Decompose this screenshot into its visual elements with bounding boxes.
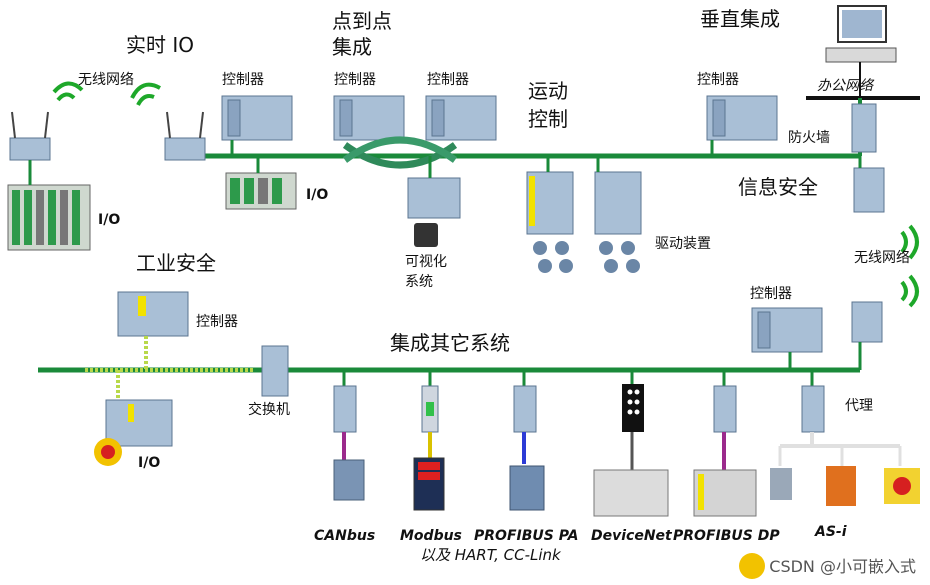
label-controller-3: 控制器 bbox=[427, 72, 469, 88]
label-io-mid: I/O bbox=[306, 187, 329, 203]
label-hmi-line1: 可视化 bbox=[405, 254, 447, 270]
proxy-devicenet bbox=[593, 370, 669, 517]
label-profibus-dp: PROFIBUS DP bbox=[673, 528, 780, 544]
label-wireless-right: 无线网络 bbox=[854, 250, 910, 266]
label-profibus-pa: PROFIBUS PA bbox=[474, 528, 579, 544]
label-drives: 驱动装置 bbox=[655, 236, 711, 252]
label-controller-safety: 控制器 bbox=[196, 314, 238, 330]
office-computer bbox=[825, 5, 897, 98]
label-canbus: CANbus bbox=[314, 528, 376, 544]
label-motion-line1: 运动 bbox=[528, 79, 568, 103]
controller-1-device bbox=[221, 95, 293, 156]
safety-controller-device bbox=[117, 291, 189, 370]
watermark-text: CSDN @小可嵌入式 bbox=[769, 557, 916, 576]
controller-4-device bbox=[706, 95, 778, 156]
label-p2p-line2: 集成 bbox=[332, 35, 372, 59]
label-hmi-line2: 系统 bbox=[405, 274, 433, 290]
label-controller-4: 控制器 bbox=[697, 72, 739, 88]
proxy-profibus-pa bbox=[509, 370, 545, 511]
io-rack-left bbox=[7, 160, 91, 251]
label-motion-line2: 控制 bbox=[528, 107, 568, 131]
wireless-ap-mid bbox=[130, 82, 206, 161]
label-security: 信息安全 bbox=[738, 175, 818, 199]
label-office-net: 办公网络 bbox=[817, 78, 873, 94]
security-module bbox=[853, 156, 919, 260]
label-industrial-safety: 工业安全 bbox=[136, 251, 216, 275]
label-vertical: 垂直集成 bbox=[700, 7, 780, 31]
switch-device bbox=[261, 345, 289, 397]
proxy-modbus bbox=[413, 370, 445, 511]
label-controller-1: 控制器 bbox=[222, 72, 264, 88]
controller-3-device bbox=[425, 95, 497, 141]
watermark-badge bbox=[739, 553, 765, 579]
label-controller-2: 控制器 bbox=[334, 72, 376, 88]
label-firewall: 防火墙 bbox=[788, 130, 830, 146]
label-hart: 以及 HART, CC-Link bbox=[420, 546, 561, 564]
drive-group-1 bbox=[526, 156, 574, 273]
label-proxy: 代理 bbox=[845, 398, 873, 414]
wireless-ap-left bbox=[9, 81, 84, 161]
label-devicenet: DeviceNet bbox=[591, 528, 672, 544]
hmi-device bbox=[407, 156, 461, 247]
controller-2-device bbox=[333, 95, 405, 141]
label-switch: 交换机 bbox=[248, 402, 290, 418]
label-asi: AS-i bbox=[815, 524, 847, 540]
label-io-safety: I/O bbox=[138, 455, 161, 471]
label-p2p-line1: 点到点 bbox=[332, 9, 392, 33]
firewall-device bbox=[851, 103, 877, 153]
proxy-asi bbox=[770, 370, 920, 506]
io-module-mid bbox=[225, 156, 297, 210]
proxy-profibus-dp bbox=[693, 370, 757, 517]
label-wireless-top: 无线网络 bbox=[78, 72, 134, 88]
label-realtime-io: 实时 IO bbox=[126, 33, 194, 57]
wireless-ap-right bbox=[851, 274, 919, 370]
label-io-left: I/O bbox=[98, 212, 121, 228]
label-controller-bottom-right: 控制器 bbox=[750, 286, 792, 302]
safety-io-device bbox=[94, 370, 173, 466]
proxy-canbus bbox=[333, 370, 365, 501]
drive-group-2 bbox=[594, 156, 642, 273]
controller-bottom-right-device bbox=[751, 307, 823, 370]
label-modbus: Modbus bbox=[400, 528, 462, 544]
label-integrate-other: 集成其它系统 bbox=[390, 331, 510, 355]
